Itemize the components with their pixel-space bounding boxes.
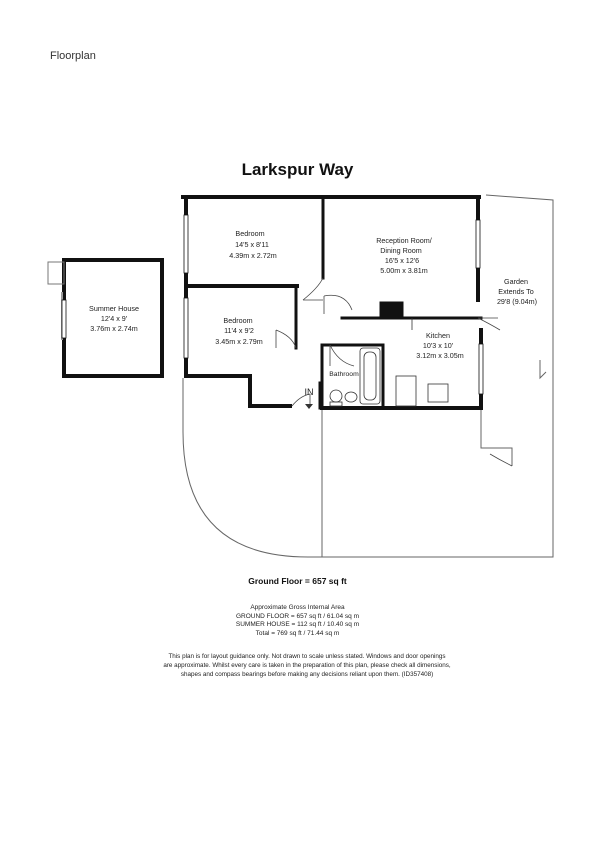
area-line-summer-house: SUMMER HOUSE = 112 sq ft / 10.40 sq m — [235, 621, 360, 628]
room-label-bedroom-top: Bedroom 14'5 x 8'11 4.39m x 2.72m — [229, 229, 277, 260]
bedroom-top-metric: 4.39m x 2.72m — [229, 251, 277, 260]
plan-title: Larkspur Way — [241, 160, 354, 179]
bedroom-top-imperial: 14'5 x 8'11 — [235, 240, 269, 249]
fixtures — [329, 318, 449, 407]
disclaimer-text: This plan is for layout guidance only. N… — [148, 652, 466, 679]
garden-imperial: 29'8 (9.04m) — [497, 297, 537, 306]
entrance-arrow-icon — [305, 404, 313, 409]
gross-area-block: Approximate Gross Internal Area GROUND F… — [0, 604, 595, 638]
reception-name: Reception Room/ — [376, 236, 432, 245]
disclaimer-line: shapes and compass bearings before makin… — [180, 671, 434, 678]
room-label-kitchen: Kitchen 10'3 x 10' 3.12m x 3.05m — [416, 331, 464, 360]
room-label-garden: Garden Extends To 29'8 (9.04m) — [497, 277, 537, 306]
garden-name-2: Extends To — [498, 287, 533, 296]
kitchen-imperial: 10'3 x 10' — [423, 341, 454, 350]
area-line-ground: GROUND FLOOR = 657 sq ft / 61.04 sq m — [235, 612, 359, 620]
summer-house-metric: 3.76m x 2.74m — [90, 324, 138, 333]
header-label: Floorplan — [50, 50, 96, 62]
bedroom-mid-metric: 3.45m x 2.79m — [215, 337, 263, 346]
bedroom-top-name: Bedroom — [235, 229, 264, 238]
entrance-marker: IN — [305, 387, 314, 409]
bedroom-mid-imperial: 11'4 x 9'2 — [224, 326, 254, 335]
entrance-label: IN — [305, 387, 314, 397]
room-label-reception: Reception Room/ Dining Room 16'5 x 12'6 … — [376, 236, 432, 275]
disclaimer-line: are approximate. Whilst every care is ta… — [163, 662, 451, 669]
bedroom-mid-name: Bedroom — [223, 316, 252, 325]
area-heading: Approximate Gross Internal Area — [250, 604, 345, 611]
room-label-bedroom-mid: Bedroom 11'4 x 9'2 3.45m x 2.79m — [215, 316, 263, 346]
windows — [61, 214, 484, 395]
kitchen-metric: 3.12m x 3.05m — [416, 351, 464, 360]
reception-name-2: Dining Room — [380, 246, 422, 255]
reception-metric: 5.00m x 3.81m — [380, 266, 428, 275]
ground-floor-area: Ground Floor = 657 sq ft — [248, 576, 347, 586]
disclaimer-line: This plan is for layout guidance only. N… — [168, 653, 446, 660]
kitchen-name: Kitchen — [426, 331, 450, 340]
area-line-total: Total = 769 sq ft / 71.44 sq m — [255, 629, 340, 637]
summer-house-imperial: 12'4 x 9' — [101, 314, 128, 323]
garden-name: Garden — [504, 277, 528, 286]
bathroom-name: Bathroom — [329, 371, 359, 378]
room-label-bathroom: Bathroom — [329, 371, 359, 378]
room-label-summer-house: Summer House 12'4 x 9' 3.76m x 2.74m — [89, 304, 139, 333]
reception-imperial: 16'5 x 12'6 — [385, 256, 419, 265]
door-swings — [275, 277, 513, 467]
summer-house-name: Summer House — [89, 304, 139, 313]
